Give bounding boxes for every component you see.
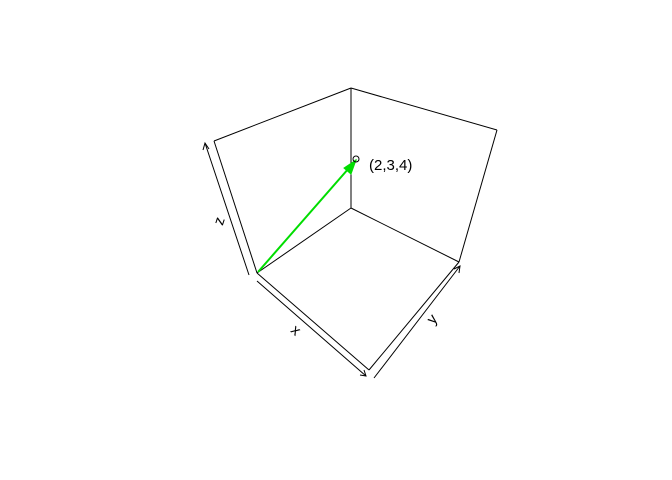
- box-edge-floor-right: [350, 207, 460, 263]
- axis-labels: x y z: [210, 215, 441, 340]
- x-axis-arrowhead: [359, 369, 367, 377]
- box-edge-back-left-top: [213, 87, 352, 142]
- x-axis-label: x: [287, 322, 304, 340]
- plot-box: [213, 87, 498, 371]
- data-point: [352, 155, 360, 163]
- data-point-label: (2,3,4): [369, 157, 412, 174]
- point-layer: (2,3,4): [352, 155, 412, 174]
- axis-arrows: [202, 141, 461, 379]
- box-edge-back-right-top: [350, 87, 498, 131]
- vector-arrowhead: [343, 158, 357, 175]
- box-edge-floor-left: [256, 207, 352, 274]
- z-axis-arrowhead: [202, 141, 210, 151]
- x-axis-arrow: [256, 280, 367, 377]
- y-axis-arrow: [373, 265, 461, 379]
- y-axis-label: y: [423, 311, 441, 328]
- y-axis-arrowhead: [453, 265, 461, 274]
- box-edge-left-vertical: [213, 140, 258, 274]
- z-axis-arrow: [204, 142, 250, 276]
- box-edge-floor-front-y: [368, 261, 460, 371]
- z-axis-label: z: [210, 215, 228, 227]
- vector-layer: [257, 158, 357, 273]
- box-edge-right-vertical: [458, 129, 498, 263]
- box-edge-floor-front-x: [256, 272, 370, 371]
- vector-arrow: [257, 159, 357, 273]
